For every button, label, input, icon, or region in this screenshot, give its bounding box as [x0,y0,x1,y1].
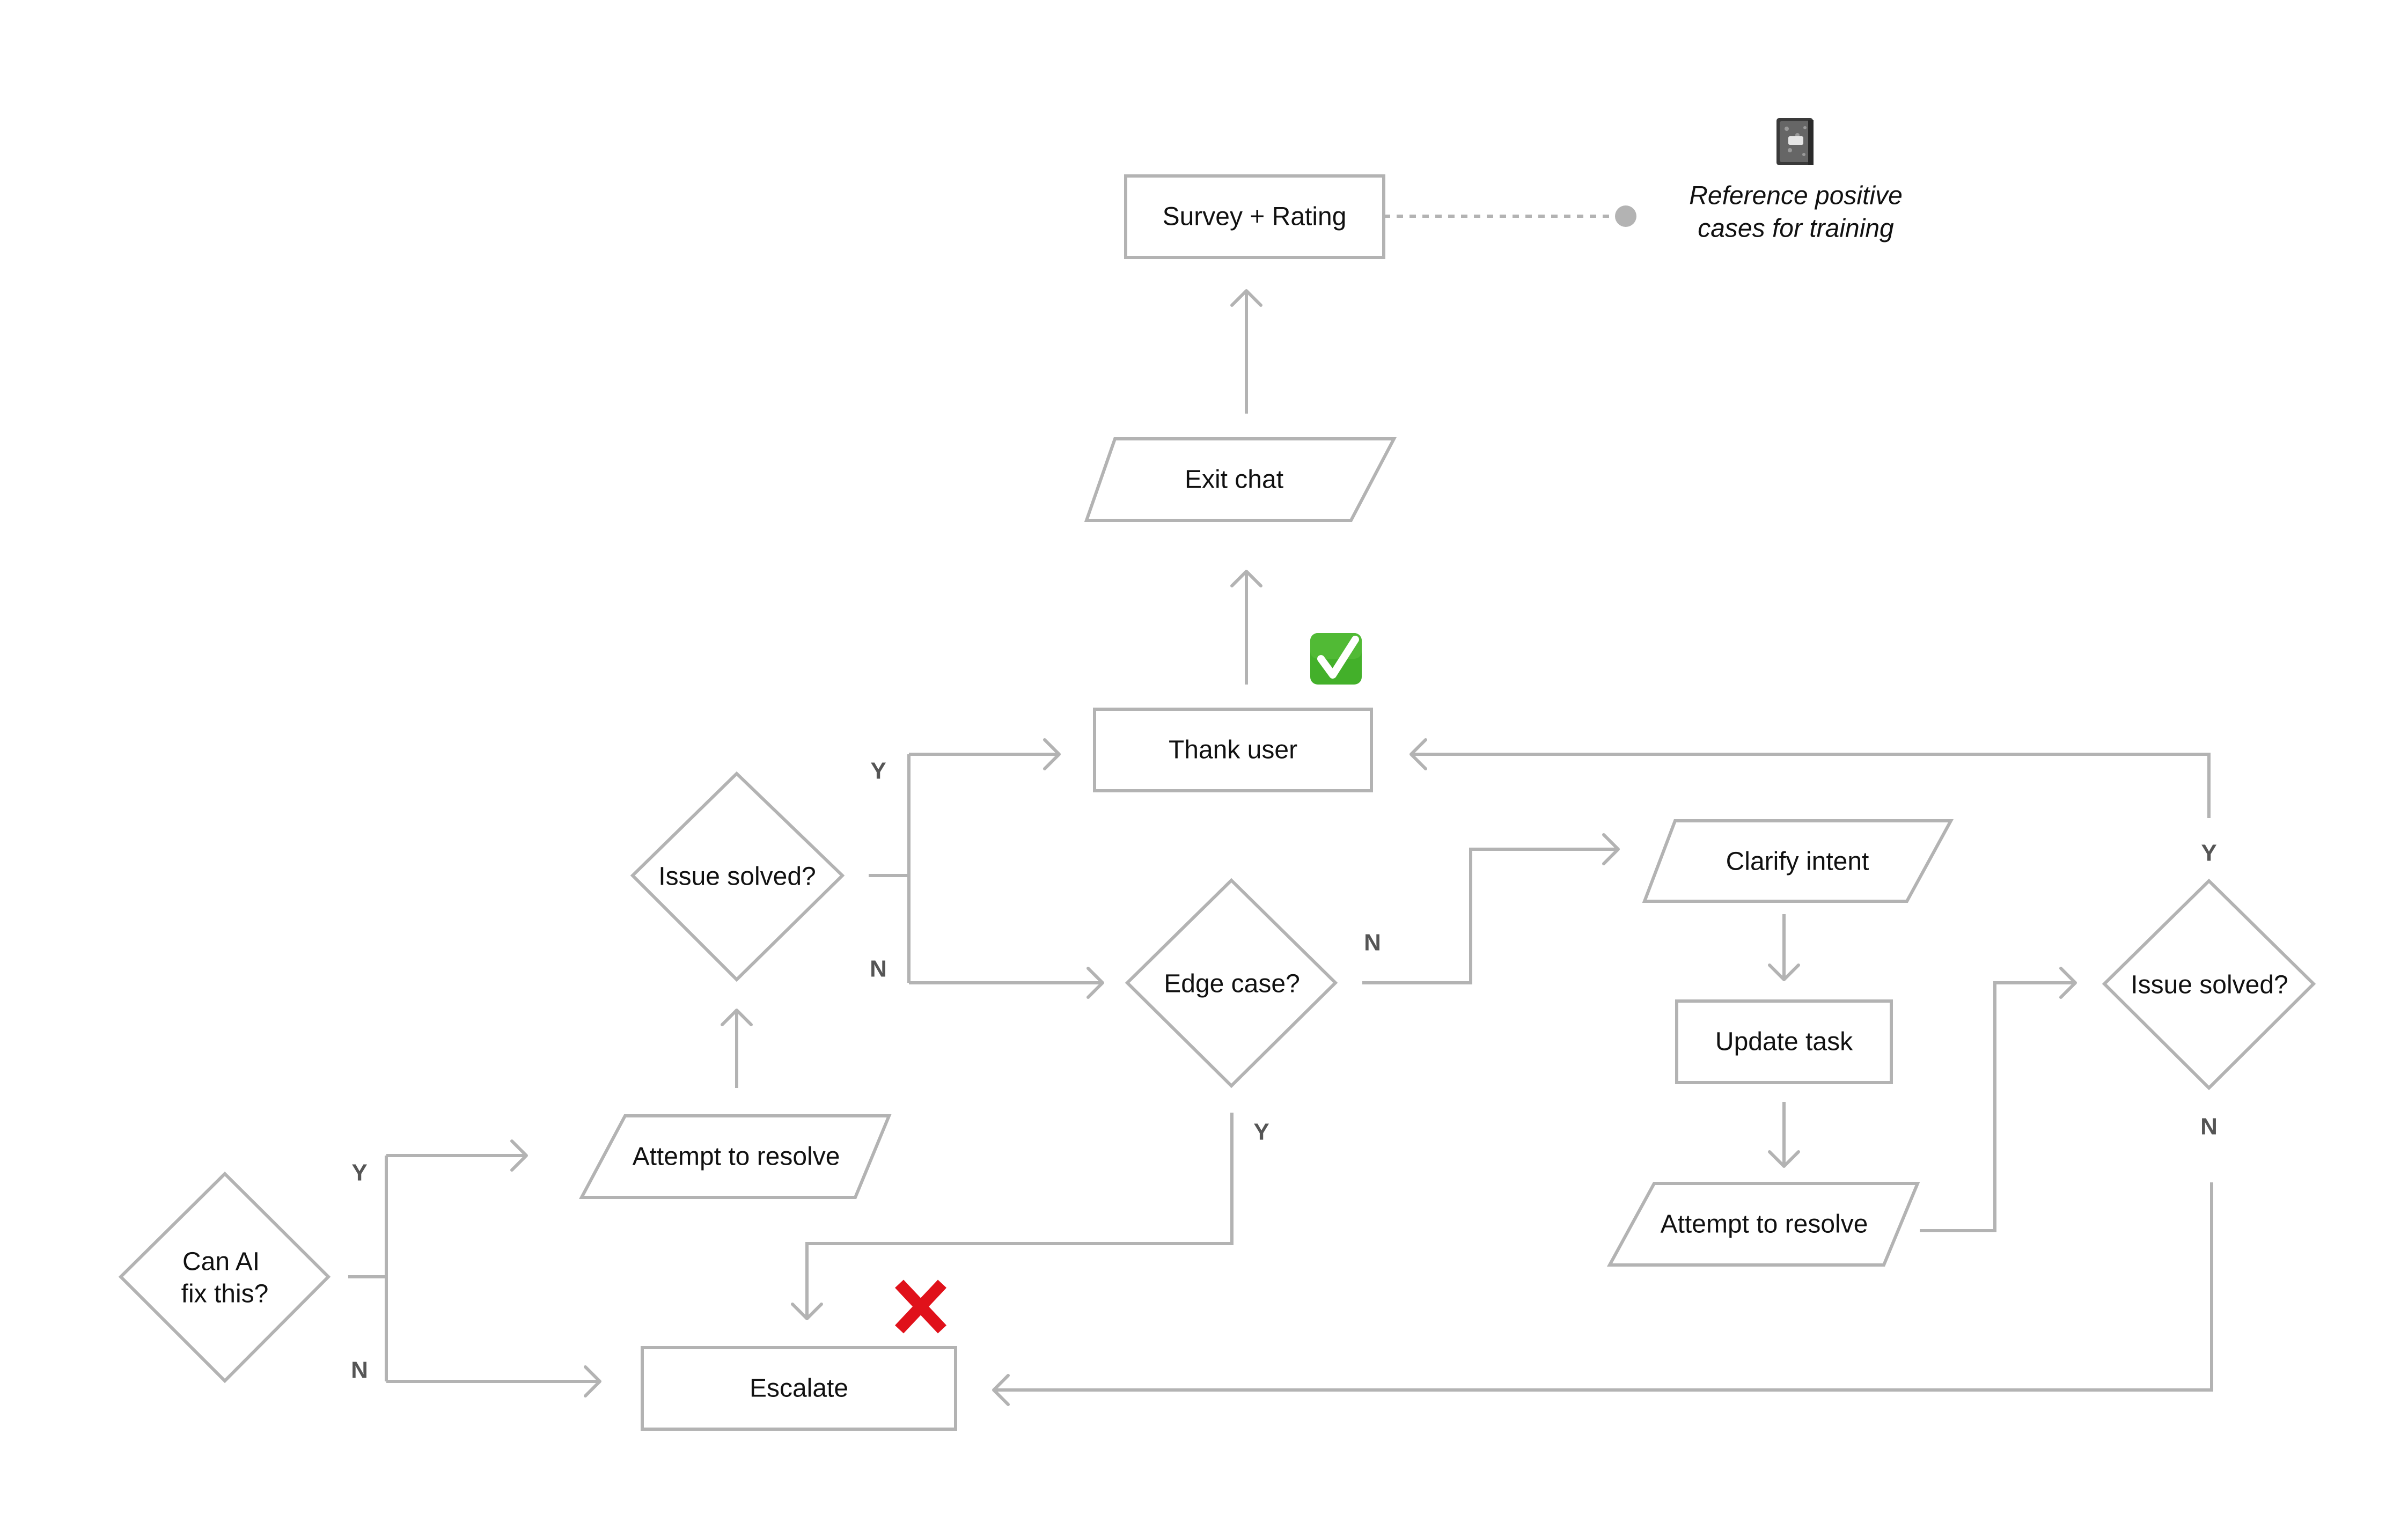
connector-issue-left-split [869,738,1104,999]
issue-left-no-label: N [870,956,887,982]
connector-edge-to-escalate [791,1113,1234,1320]
attempt-resolve-left-node: Attempt to resolve [579,1114,892,1199]
can-ai-fix-node: Can AI fix this? [118,1171,331,1384]
thank-user-node: Thank user [1093,708,1373,792]
connector-thank-to-exit [1230,570,1262,685]
can-ai-no-label: N [351,1357,368,1384]
connector-issue-right-to-escalate [992,1182,2213,1406]
edge-yes-label: Y [1253,1119,1269,1145]
check-mark-icon [1310,633,1362,685]
note-anchor-dot [1615,205,1636,227]
notebook-icon [1776,118,1814,165]
can-ai-fix-label-line1: Can AI [182,1248,260,1276]
note-line1: Reference positive [1689,182,1903,210]
issue-solved-right-label: Issue solved? [2131,971,2288,999]
connector-update-to-attempt [1768,1102,1800,1168]
connector-exit-to-survey [1230,289,1262,414]
can-ai-fix-label-line2: fix this? [181,1280,269,1308]
survey-rating-label: Survey + Rating [1163,203,1347,231]
connector-edge-to-clarify [1362,833,1620,984]
issue-solved-right-node: Issue solved? [2102,878,2316,1091]
cross-mark-icon [894,1279,947,1334]
note-line2: cases for training [1698,215,1894,243]
update-task-label: Update task [1715,1028,1853,1056]
attempt-resolve-right-label: Attempt to resolve [1661,1210,1868,1239]
connector-attempt-to-issue-right [1920,967,2077,1232]
edge-case-node: Edge case? [1125,878,1338,1088]
connector-can-ai-split [348,1139,601,1397]
edge-no-label: N [1364,930,1381,956]
clarify-intent-label: Clarify intent [1726,848,1869,876]
update-task-node: Update task [1675,999,1893,1084]
exit-chat-label: Exit chat [1185,466,1283,494]
attempt-resolve-left-label: Attempt to resolve [633,1143,840,1171]
exit-chat-node: Exit chat [1084,437,1397,522]
edge-case-label: Edge case? [1164,970,1300,998]
connector-issue-right-to-thank [1409,738,2211,818]
escalate-node: Escalate [641,1346,957,1431]
can-ai-yes-label: Y [351,1160,367,1186]
connector-attempt-to-issue-left [721,1009,753,1088]
issue-solved-left-node: Issue solved? [630,771,845,982]
connector-clarify-to-update [1768,914,1800,981]
escalate-label: Escalate [750,1374,848,1403]
attempt-resolve-right-node: Attempt to resolve [1606,1182,1920,1267]
issue-left-yes-label: Y [870,758,886,784]
issue-right-no-label: N [2200,1114,2218,1140]
survey-rating-node: Survey + Rating [1124,174,1385,259]
clarify-intent-node: Clarify intent [1642,819,1954,903]
issue-right-yes-label: Y [2201,840,2216,866]
connector-survey-to-note [1384,205,1636,227]
issue-solved-left-label: Issue solved? [658,863,816,891]
thank-user-label: Thank user [1169,736,1297,764]
